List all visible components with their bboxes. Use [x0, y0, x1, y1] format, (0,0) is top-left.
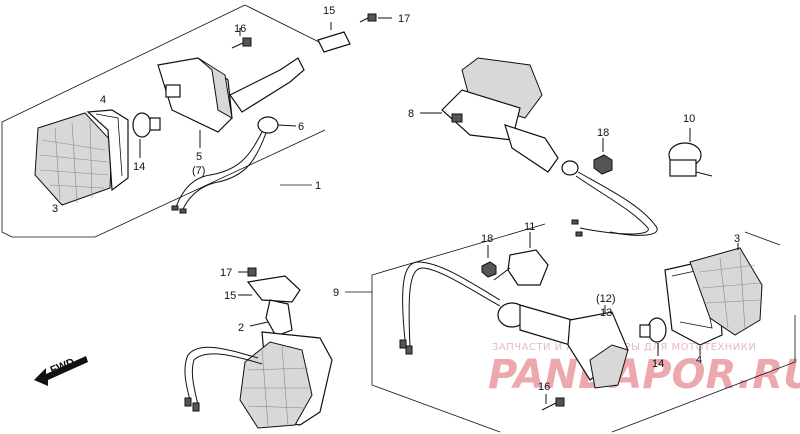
forward-arrow-label: FWD	[49, 356, 77, 377]
label-13: 13	[600, 307, 612, 319]
part-labels: 1 2 3 3 4 4 5 (7) 6 8 9 10 11 (12) 13 14…	[52, 5, 740, 393]
screw-17-top	[359, 13, 392, 23]
label-15-bottom: 15	[224, 290, 236, 302]
label-16-bottom: 16	[538, 381, 550, 393]
watermark-brand: PANDAPOR.RU	[488, 352, 800, 398]
label-3-top: 3	[52, 203, 58, 215]
label-8: 8	[408, 108, 414, 120]
rear-left-bulb	[639, 317, 667, 356]
nut-18-top	[593, 138, 613, 175]
label-17-top: 17	[398, 13, 410, 25]
label-14-bottom: 14	[652, 358, 664, 370]
label-11: 11	[524, 221, 535, 233]
rear-left-lens	[689, 243, 763, 336]
rear-left-signal	[497, 302, 629, 389]
front-right-assembly	[184, 267, 333, 429]
label-5: 5	[196, 151, 202, 163]
clamp-15-top	[317, 22, 351, 53]
screw-16-top	[231, 28, 252, 49]
label-3-bottom: 3	[734, 233, 740, 245]
label-1: 1	[315, 180, 321, 192]
label-5-sub: (7)	[192, 165, 205, 177]
forward-arrow	[34, 356, 88, 386]
label-18-bottom: 18	[481, 233, 493, 245]
front-left-lens	[34, 112, 113, 206]
label-12: (12)	[596, 293, 616, 305]
label-9: 9	[333, 287, 339, 299]
front-left-bulb	[132, 112, 161, 158]
screw-16-bottom	[541, 394, 565, 411]
label-15-top: 15	[323, 5, 335, 17]
front-left-gasket	[86, 109, 129, 192]
label-10: 10	[683, 113, 695, 125]
watermark: ЗАПЧАСТИ И АКСЕССУАРЫ ДЛЯ МОТОТЕХНИКИ PA…	[488, 342, 800, 398]
label-14-top: 14	[133, 161, 145, 173]
label-16-top: 16	[234, 23, 246, 35]
bracket-11	[493, 232, 549, 286]
label-17-bottom: 17	[220, 267, 232, 279]
rear-right-signal	[420, 57, 658, 237]
front-left-housing	[157, 57, 233, 148]
bracket-10	[668, 128, 713, 177]
label-2: 2	[238, 322, 244, 334]
label-6: 6	[298, 121, 304, 133]
assembly-9-frame	[345, 223, 796, 433]
label-4-bottom: 4	[696, 354, 702, 366]
label-4-top: 4	[100, 94, 106, 106]
nut-18-bottom	[481, 245, 497, 278]
rear-left-wires	[399, 261, 501, 355]
front-left-stem	[171, 57, 305, 214]
label-18-top: 18	[597, 127, 609, 139]
